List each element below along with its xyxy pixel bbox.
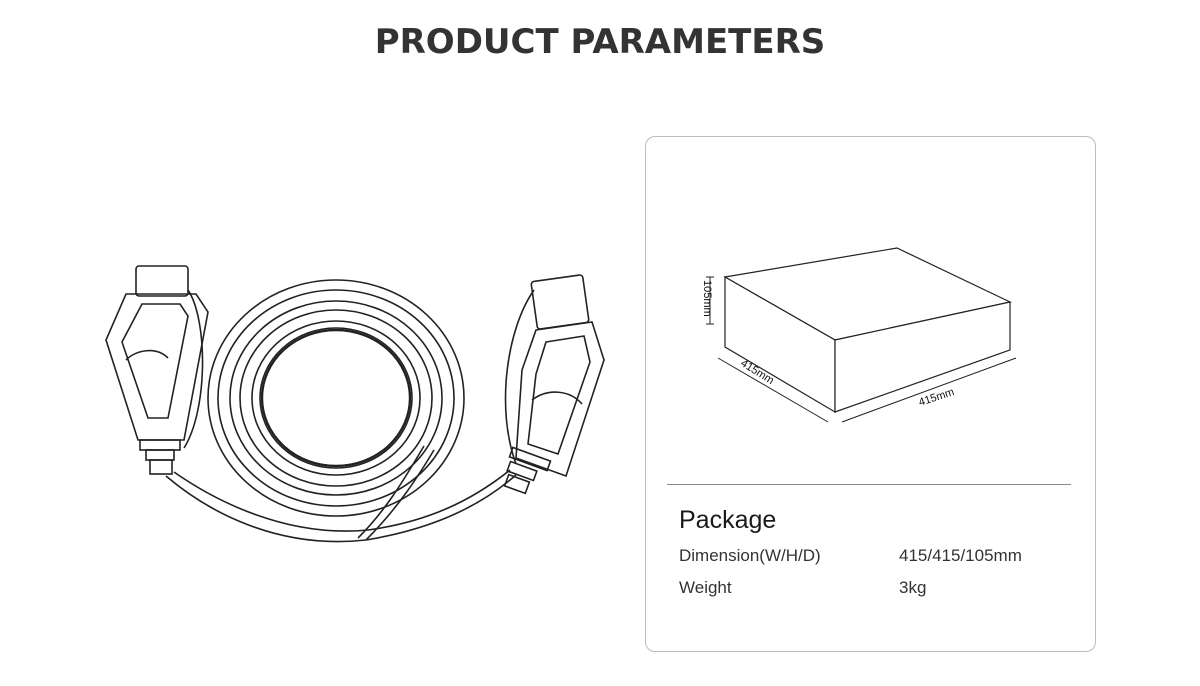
ev-cable-illustration xyxy=(105,265,605,543)
spec-label: Dimension(W/H/D) xyxy=(679,546,821,565)
spec-value: 415/415/105mm xyxy=(899,546,1022,565)
spec-value: 3kg xyxy=(899,578,927,597)
width-dimension-label: 415mm xyxy=(917,386,956,409)
package-box-illustration: 105mm 415mm 415mm xyxy=(701,247,1017,423)
height-dimension-label: 105mm xyxy=(701,280,713,317)
spec-label: Weight xyxy=(679,578,732,597)
spec-row-weight: Weight 3kg xyxy=(679,578,926,598)
package-card xyxy=(645,136,1096,652)
divider xyxy=(667,484,1071,485)
package-title: Package xyxy=(679,506,777,534)
spec-row-dimension: Dimension(W/H/D) 415/415/105mm xyxy=(679,546,1022,566)
page-title: PRODUCT PARAMETERS xyxy=(374,22,826,62)
